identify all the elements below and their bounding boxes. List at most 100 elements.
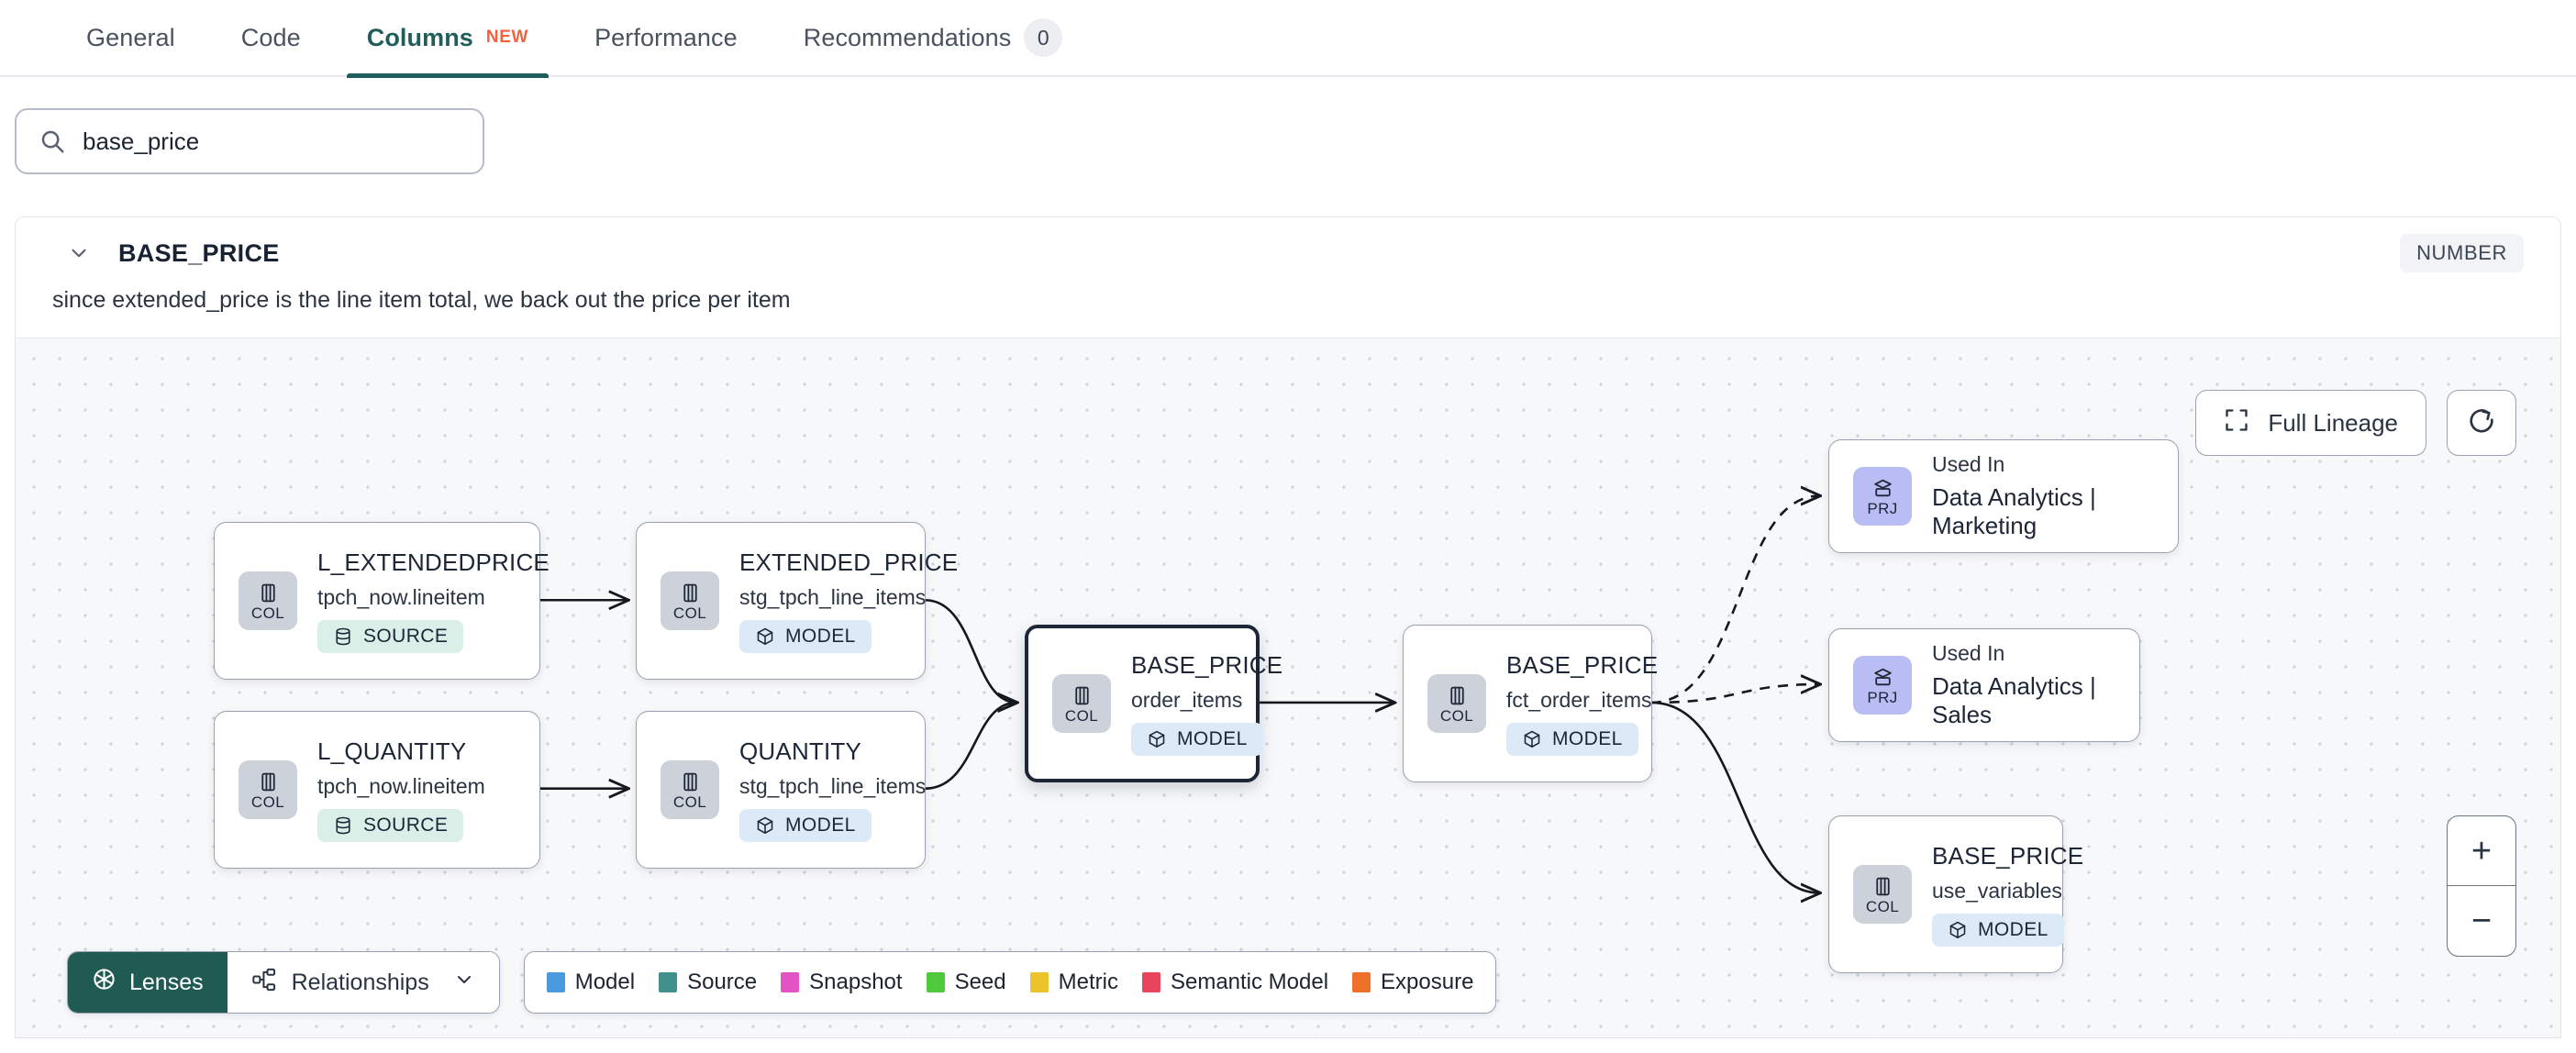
node-subtitle: Data Analytics | Sales: [1932, 672, 2096, 728]
cube-icon: [755, 626, 775, 647]
node-subtitle: tpch_now.lineitem: [317, 585, 485, 609]
column-header-row: BASE_PRICE NUMBER: [16, 234, 2560, 272]
node-tag-badge: MODEL: [739, 620, 872, 653]
legend-item: Model: [546, 970, 636, 995]
relationships-label: Relationships: [291, 969, 429, 995]
database-icon: [333, 626, 353, 647]
legend-swatch-icon: [926, 972, 945, 992]
tab-recommendations[interactable]: Recommendations 0: [771, 0, 1096, 76]
full-lineage-button[interactable]: Full Lineage: [2195, 390, 2426, 456]
search-area: base_price: [15, 108, 484, 174]
legend-label: Seed: [954, 970, 1006, 994]
node-type-label: COL: [250, 604, 285, 622]
node-tag-badge: MODEL: [1131, 723, 1263, 756]
refresh-button[interactable]: [2447, 390, 2516, 456]
tab-performance[interactable]: Performance: [561, 0, 771, 76]
lineage-bottom-bar: Lenses Relationships: [67, 951, 1497, 1014]
legend-label: Snapshot: [809, 970, 903, 994]
lenses-label: Lenses: [129, 969, 204, 995]
node-title: BASE_PRICE: [1131, 651, 1283, 679]
chevron-down-icon[interactable]: [67, 241, 91, 265]
legend-swatch-icon: [546, 972, 565, 992]
lenses-button[interactable]: Lenses: [68, 952, 228, 1013]
node-subtitle: order_items: [1131, 688, 1243, 712]
legend-label: Semantic Model: [1170, 970, 1329, 994]
node-type-label: PRJ: [1867, 688, 1898, 706]
node-type-label: COL: [672, 604, 707, 622]
cube-icon: [1948, 920, 1968, 940]
node-tag-label: MODEL: [785, 626, 856, 647]
tab-label: Recommendations: [803, 23, 1012, 51]
chevron-down-icon: [444, 969, 475, 997]
legend-label: Metric: [1058, 970, 1118, 994]
node-type-badge: COL: [239, 571, 297, 630]
node-tag-badge: SOURCE: [317, 809, 464, 842]
node-title: BASE_PRICE: [1932, 842, 2084, 870]
tab-label: General: [86, 23, 175, 51]
node-type-badge: PRJ: [1853, 467, 1912, 526]
node-tag-badge: MODEL: [739, 809, 872, 842]
node-title: L_QUANTITY: [317, 737, 467, 765]
node-tag-label: SOURCE: [363, 626, 449, 647]
zoom-out-button[interactable]: −: [2471, 902, 2493, 940]
node-type-badge: PRJ: [1853, 656, 1912, 715]
tab-general[interactable]: General: [53, 0, 208, 76]
node-subtitle: tpch_now.lineitem: [317, 774, 485, 798]
node-subtitle: stg_tpch_line_items: [739, 585, 927, 609]
node-type-label: PRJ: [1867, 499, 1898, 517]
lineage-edges: [539, 338, 2560, 1037]
column-icon: [257, 770, 280, 793]
node-type-badge: COL: [1427, 674, 1486, 733]
node-tag-badge: MODEL: [1932, 914, 2064, 947]
legend-swatch-icon: [659, 972, 678, 992]
node-subtitle: use_variables: [1932, 879, 2062, 903]
legend-item: Snapshot: [781, 970, 903, 995]
node-tag-badge: SOURCE: [317, 620, 464, 653]
tab-code[interactable]: Code: [208, 0, 334, 76]
node-type-badge: COL: [661, 571, 719, 630]
node-title: EXTENDED_PRICE: [739, 549, 959, 576]
lineage-edge: [925, 703, 1016, 791]
node-tag-label: SOURCE: [363, 815, 449, 836]
refresh-icon: [2467, 406, 2496, 440]
column-type-badge: NUMBER: [2400, 234, 2524, 272]
tab-count-badge: 0: [1024, 18, 1063, 57]
column-detail-card: BASE_PRICE NUMBER since extended_price i…: [15, 216, 2561, 338]
legend-swatch-icon: [781, 972, 800, 992]
project-icon: [1871, 477, 1894, 500]
zoom-in-button[interactable]: +: [2448, 816, 2515, 886]
search-input[interactable]: base_price: [15, 108, 484, 174]
cube-icon: [755, 815, 775, 836]
relationships-button[interactable]: Relationships: [227, 952, 499, 1013]
lineage-edge: [1650, 684, 1820, 704]
column-description: since extended_price is the line item to…: [52, 287, 791, 313]
database-icon: [333, 815, 353, 836]
column-icon: [679, 770, 702, 793]
node-type-badge: COL: [1052, 674, 1111, 733]
column-icon: [1446, 684, 1469, 707]
column-icon: [1071, 684, 1094, 707]
legend-item: Semantic Model: [1141, 970, 1329, 995]
column-icon: [679, 582, 702, 604]
legend-label: Model: [574, 970, 636, 994]
